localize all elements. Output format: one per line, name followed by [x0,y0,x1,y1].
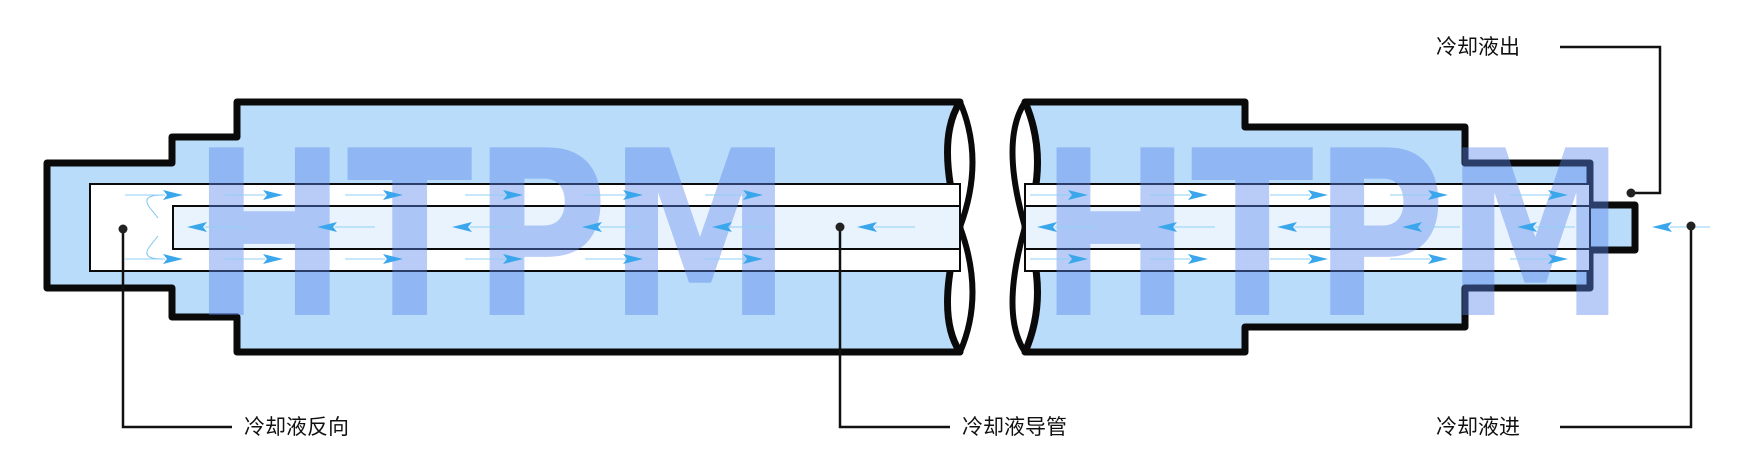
coolant-tube-left [172,205,961,250]
break-lens-left [956,100,976,354]
point-tube [835,222,845,232]
flow-arrow-right [1030,190,1088,200]
leader-line-out [1560,45,1662,195]
label-coolant-out: 冷却液出 [1436,35,1520,59]
leader-line-tube [838,227,950,429]
flow-arrow-right [585,190,643,200]
break-lens-right [1009,100,1029,354]
flow-arrow-left [857,222,915,232]
label-coolant-reverse: 冷却液反向 [244,415,349,439]
label-coolant-in: 冷却液进 [1436,415,1520,439]
flow-arrow-right [1270,190,1328,200]
flow-arrow-right [1390,254,1448,264]
point-reverse [118,224,128,234]
flow-arrow-right [225,254,283,264]
flow-arrow-right [1030,254,1088,264]
point-out [1626,188,1636,198]
watermark-right: HTPM [1040,103,1625,370]
flow-arrow-left [1277,222,1335,232]
flow-arrow-right [465,190,523,200]
label-coolant-tube: 冷却液导管 [962,415,1067,439]
leader-line-reverse [121,229,232,429]
flow-arrow-left [1037,222,1095,232]
flow-arrow-left [452,222,510,232]
flow-arrow-right [705,254,763,264]
flow-arrow-left [187,222,245,232]
flow-arrow-right [585,254,643,264]
flow-arrow-right [1270,254,1328,264]
flow-arrow-right [1510,190,1568,200]
flow-arrow-left [1157,222,1215,232]
flow-arrow-left [712,222,770,232]
flow-arrow-right [125,254,183,264]
flow-arrow-right [1150,254,1208,264]
flow-arrow-right [1390,190,1448,200]
flow-arrow-left [1652,222,1710,232]
flow-arrow-right [465,254,523,264]
watermark-logo: HTPM HTPM [192,103,1625,370]
flow-arrow-right [705,190,763,200]
flow-arrow-right [345,254,403,264]
watermark-left: HTPM [192,103,792,370]
flow-arrow-left [582,222,640,232]
flow-arrow-right [1510,254,1568,264]
flow-arrow-right [1150,190,1208,200]
point-in [1686,221,1696,231]
flow-arrows [125,190,1710,264]
flow-arrow-right [345,190,403,200]
flow-arrow-right [225,190,283,200]
flow-arrow-right [125,190,183,200]
leader-line-in [1560,226,1693,429]
flow-arrow-left [317,222,375,232]
flow-arrow-left [1517,222,1575,232]
flow-arrow-left [1402,222,1460,232]
